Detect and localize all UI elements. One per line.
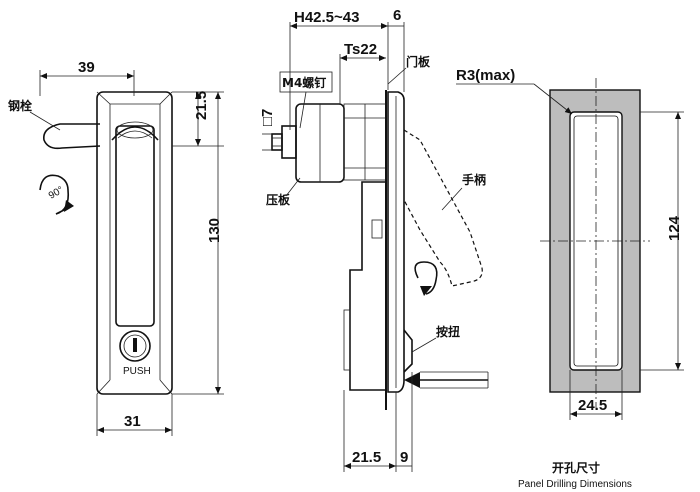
- dim-height-130: 130: [206, 218, 223, 243]
- dim-bottom-9: 9: [400, 449, 408, 466]
- steel-pin: [43, 123, 101, 150]
- label-m4-screw: M4螺钉: [282, 75, 326, 90]
- front-view: PUSH 90° 39 21.5 130 31 钢栓: [8, 59, 224, 436]
- dim-6: 6: [393, 7, 401, 24]
- dim-width-31: 31: [124, 413, 141, 430]
- cutout-title-en: Panel Drilling Dimensions: [518, 479, 632, 490]
- dim-bottom-21-5: 21.5: [352, 449, 381, 466]
- front-lock-cylinder: [119, 330, 151, 362]
- dim-upper-21-5: 21.5: [193, 91, 210, 120]
- label-button: 按扭: [436, 324, 460, 339]
- dim-radius: R3(max): [456, 67, 515, 84]
- side-rotation-arrow-icon: [414, 261, 438, 295]
- m4-screw: [281, 125, 297, 159]
- svg-text:90°: 90°: [47, 185, 66, 202]
- label-door-panel: 门板: [406, 54, 431, 69]
- dim-cutout-width: 24.5: [578, 397, 607, 414]
- dim-width-39: 39: [78, 59, 95, 76]
- label-steel-pin: 钢栓: [8, 98, 32, 113]
- front-handle: [115, 125, 155, 327]
- cutout-view: R3(max) 124 24.5 开孔尺寸 Panel Drilling Dim…: [456, 67, 684, 490]
- lock-body-side: [349, 100, 387, 391]
- label-pressure-plate: 压板: [266, 192, 291, 207]
- dim-h-range: H42.5~43: [294, 9, 359, 26]
- side-view: H42.5~43 6 Ts22 门板 M4螺钉 □7 压板 手柄 按扭 21.5…: [259, 7, 489, 472]
- dim-ts22: Ts22: [344, 41, 377, 58]
- label-handle: 手柄: [462, 172, 486, 187]
- dim-square-7: □7: [259, 109, 276, 126]
- push-label: PUSH: [123, 366, 151, 377]
- cutout-title-cn: 开孔尺寸: [552, 460, 600, 475]
- dim-cutout-height: 124: [666, 215, 683, 241]
- push-button-side: [403, 329, 413, 373]
- handle-open-outline: [403, 129, 483, 287]
- front-body-outline: [96, 91, 173, 395]
- rotation-arrow-icon: [39, 174, 73, 215]
